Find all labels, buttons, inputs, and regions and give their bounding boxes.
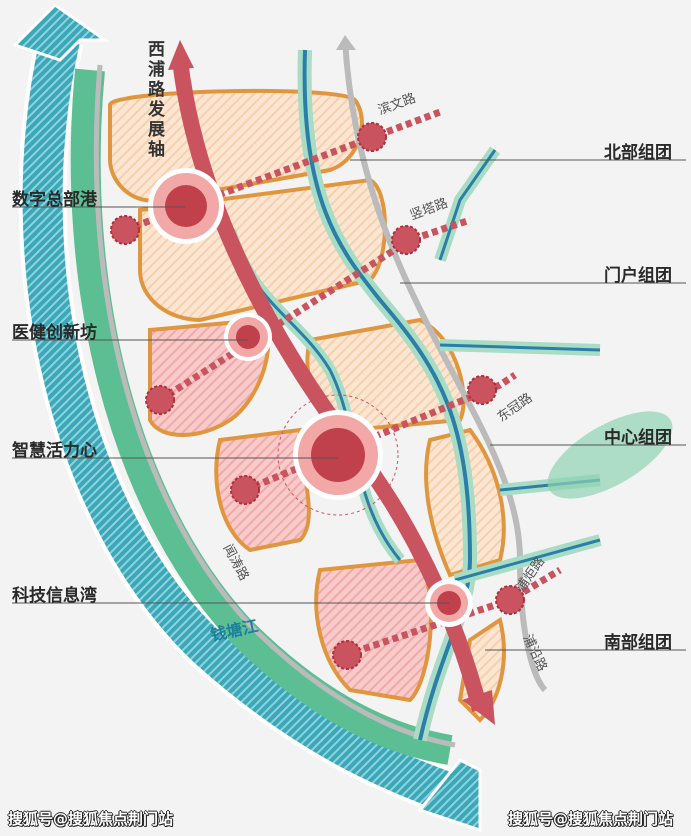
river-arrow-top	[12, 3, 110, 62]
cluster-north: 北部组团	[604, 143, 672, 163]
cluster-center: 中心组团	[604, 428, 672, 448]
cluster-south: 南部组团	[604, 633, 672, 653]
node-label-smart-center: 智慧活力心	[12, 441, 97, 461]
node-label-health-innovation: 医健创新坊	[12, 323, 97, 343]
node-label-tech-bay: 科技信息湾	[12, 586, 97, 606]
watermark-left: 搜狐号@搜狐焦点荆门站	[8, 810, 174, 828]
axis-label: 西浦路发展轴	[148, 40, 165, 160]
cluster-gateway: 门户组团	[604, 266, 672, 286]
watermark-right: 搜狐号@搜狐焦点荆门站	[508, 810, 674, 828]
river-arrow-bottom	[417, 758, 482, 833]
node-label-digital-hq: 数字总部港	[12, 190, 97, 210]
